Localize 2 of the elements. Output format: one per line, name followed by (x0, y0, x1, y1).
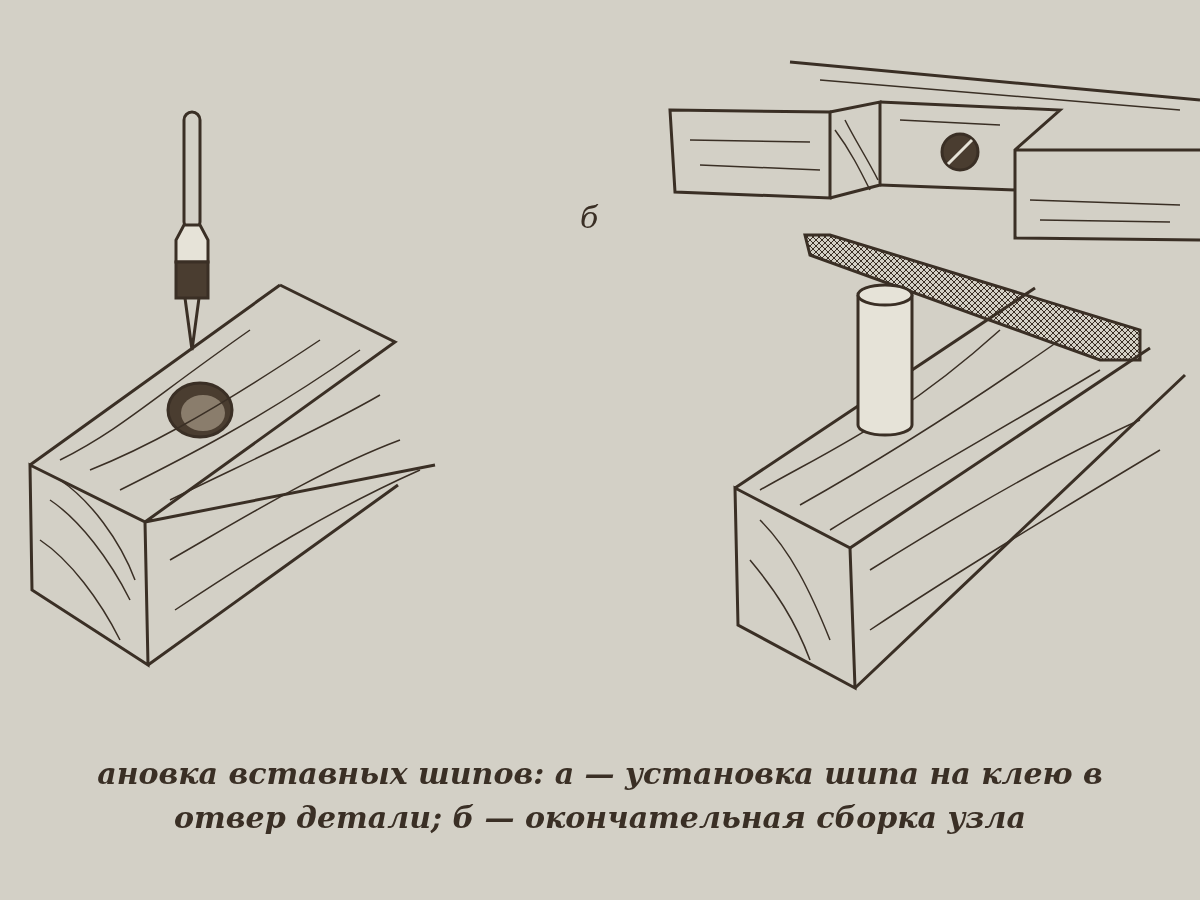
figure-caption: ановка вставных шипов: а — установка шипа на клею в отвер детали; б — окончательная сборка узла (96, 755, 1104, 837)
figure-letter: б (580, 200, 599, 235)
